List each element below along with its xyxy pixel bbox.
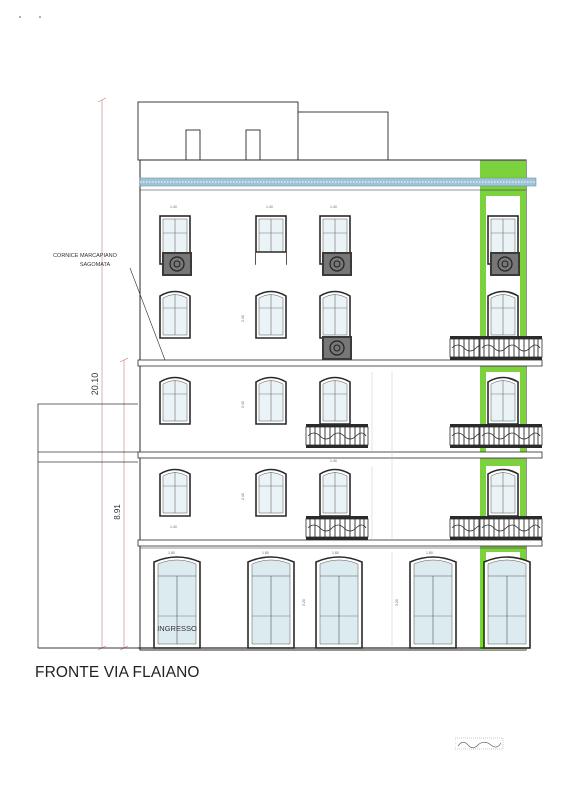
dim-shop-width-3: 1.80 xyxy=(332,551,339,555)
dim-shop-width-4: 1.80 xyxy=(426,551,433,555)
total-height-label: 20.10 xyxy=(90,373,100,396)
dim-window-width-4: 1.40 xyxy=(170,525,177,529)
dim-window-width-3: 1.40 xyxy=(330,205,337,209)
dim-window-height-3: 2.40 xyxy=(241,493,245,500)
ground-floor-openings xyxy=(153,556,531,649)
top-cornice xyxy=(139,177,537,191)
internal-dimension-guides xyxy=(371,372,393,646)
signature-stamp xyxy=(455,737,504,750)
rooftop xyxy=(137,101,389,161)
dim-window-width-2: 1.40 xyxy=(266,205,273,209)
dim-shop-width-1: 1.80 xyxy=(168,551,175,555)
dim-door-height-1: 3.20 xyxy=(302,599,306,606)
vertical-dimensions xyxy=(97,97,129,651)
small-dimensions: 1.40 1.40 1.40 1.40 1.40 2.40 2.40 2.40 … xyxy=(168,205,433,606)
floor-4-small-window-mask xyxy=(256,252,286,265)
dim-window-height-1: 2.40 xyxy=(241,315,245,322)
floor-3-windows xyxy=(159,290,519,361)
dim-shop-width-2: 1.80 xyxy=(262,551,269,555)
corner-marks xyxy=(19,16,41,18)
cornice-annotation: CORNICE MARCAPIANO SAGOMATA xyxy=(53,253,166,361)
entrance-label: INGRESSO xyxy=(157,624,197,633)
annotation-line-2: SAGOMATA xyxy=(80,262,111,268)
dim-window-width-1: 1.40 xyxy=(170,205,177,209)
dim-window-height-2: 2.40 xyxy=(241,401,245,408)
floor-3-balcony-right xyxy=(479,335,543,361)
lower-height-label: 8.91 xyxy=(113,504,122,520)
dim-door-height-2: 3.20 xyxy=(395,599,399,606)
floor-4-windows xyxy=(159,215,521,277)
neighbour-building xyxy=(37,403,138,649)
dim-window-width-5: 1.40 xyxy=(330,459,337,463)
annotation-line-1: CORNICE MARCAPIANO xyxy=(53,253,118,259)
drawing-title: FRONTE VIA FLAIANO xyxy=(35,664,200,681)
